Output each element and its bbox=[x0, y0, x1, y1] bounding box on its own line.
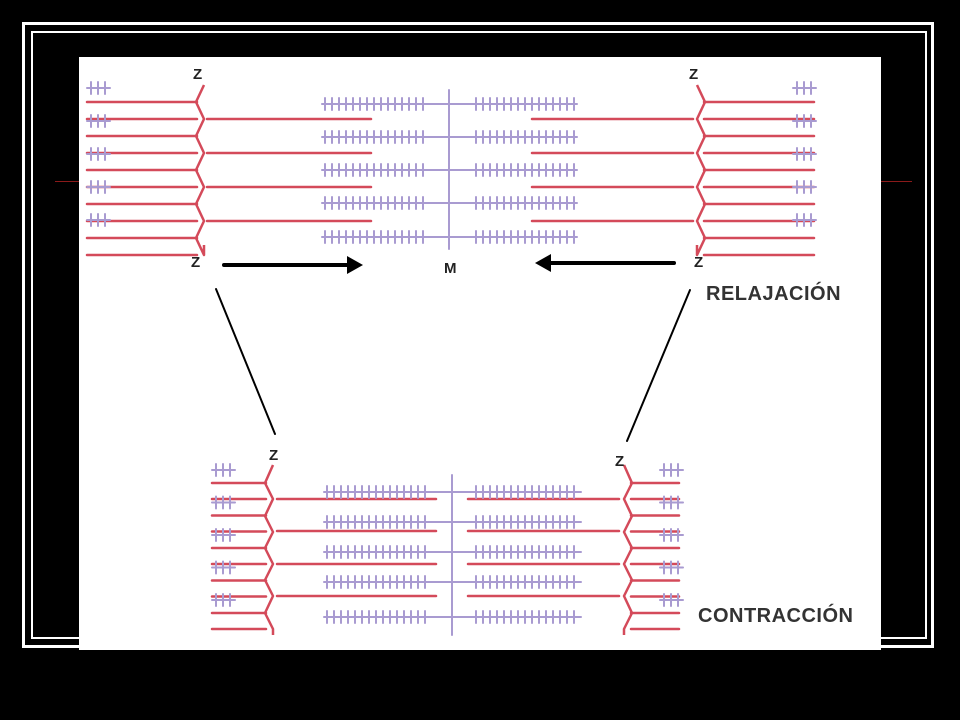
z-disc-relaxed-right bbox=[695, 84, 707, 257]
z-line-label-contracted-left: Z bbox=[269, 447, 279, 464]
connector-right bbox=[626, 289, 691, 442]
arrow-left-head bbox=[347, 256, 363, 274]
z-line-label-bottom-right: Z bbox=[694, 254, 704, 271]
sarcomere-diagram bbox=[85, 81, 817, 636]
sarcomere-diagram-panel: Z Z Z M Z RELAJACIÓN Z Z CONTRACCIÓN bbox=[79, 57, 881, 650]
contraction-label: CONTRACCIÓN bbox=[698, 605, 854, 627]
connector-left bbox=[215, 288, 276, 435]
z-disc-contracted-right bbox=[622, 464, 634, 635]
relaxation-label: RELAJACIÓN bbox=[706, 283, 842, 305]
m-line-label: M bbox=[444, 260, 457, 277]
arrow-right-head bbox=[535, 254, 551, 272]
z-line-label-contracted-right: Z bbox=[615, 453, 625, 470]
z-disc-contracted-left bbox=[263, 464, 275, 635]
z-line-label-top-left: Z bbox=[193, 66, 203, 83]
z-line-label-bottom-left: Z bbox=[191, 254, 201, 271]
z-disc-relaxed-left bbox=[194, 84, 206, 257]
z-line-label-top-right: Z bbox=[689, 66, 699, 83]
